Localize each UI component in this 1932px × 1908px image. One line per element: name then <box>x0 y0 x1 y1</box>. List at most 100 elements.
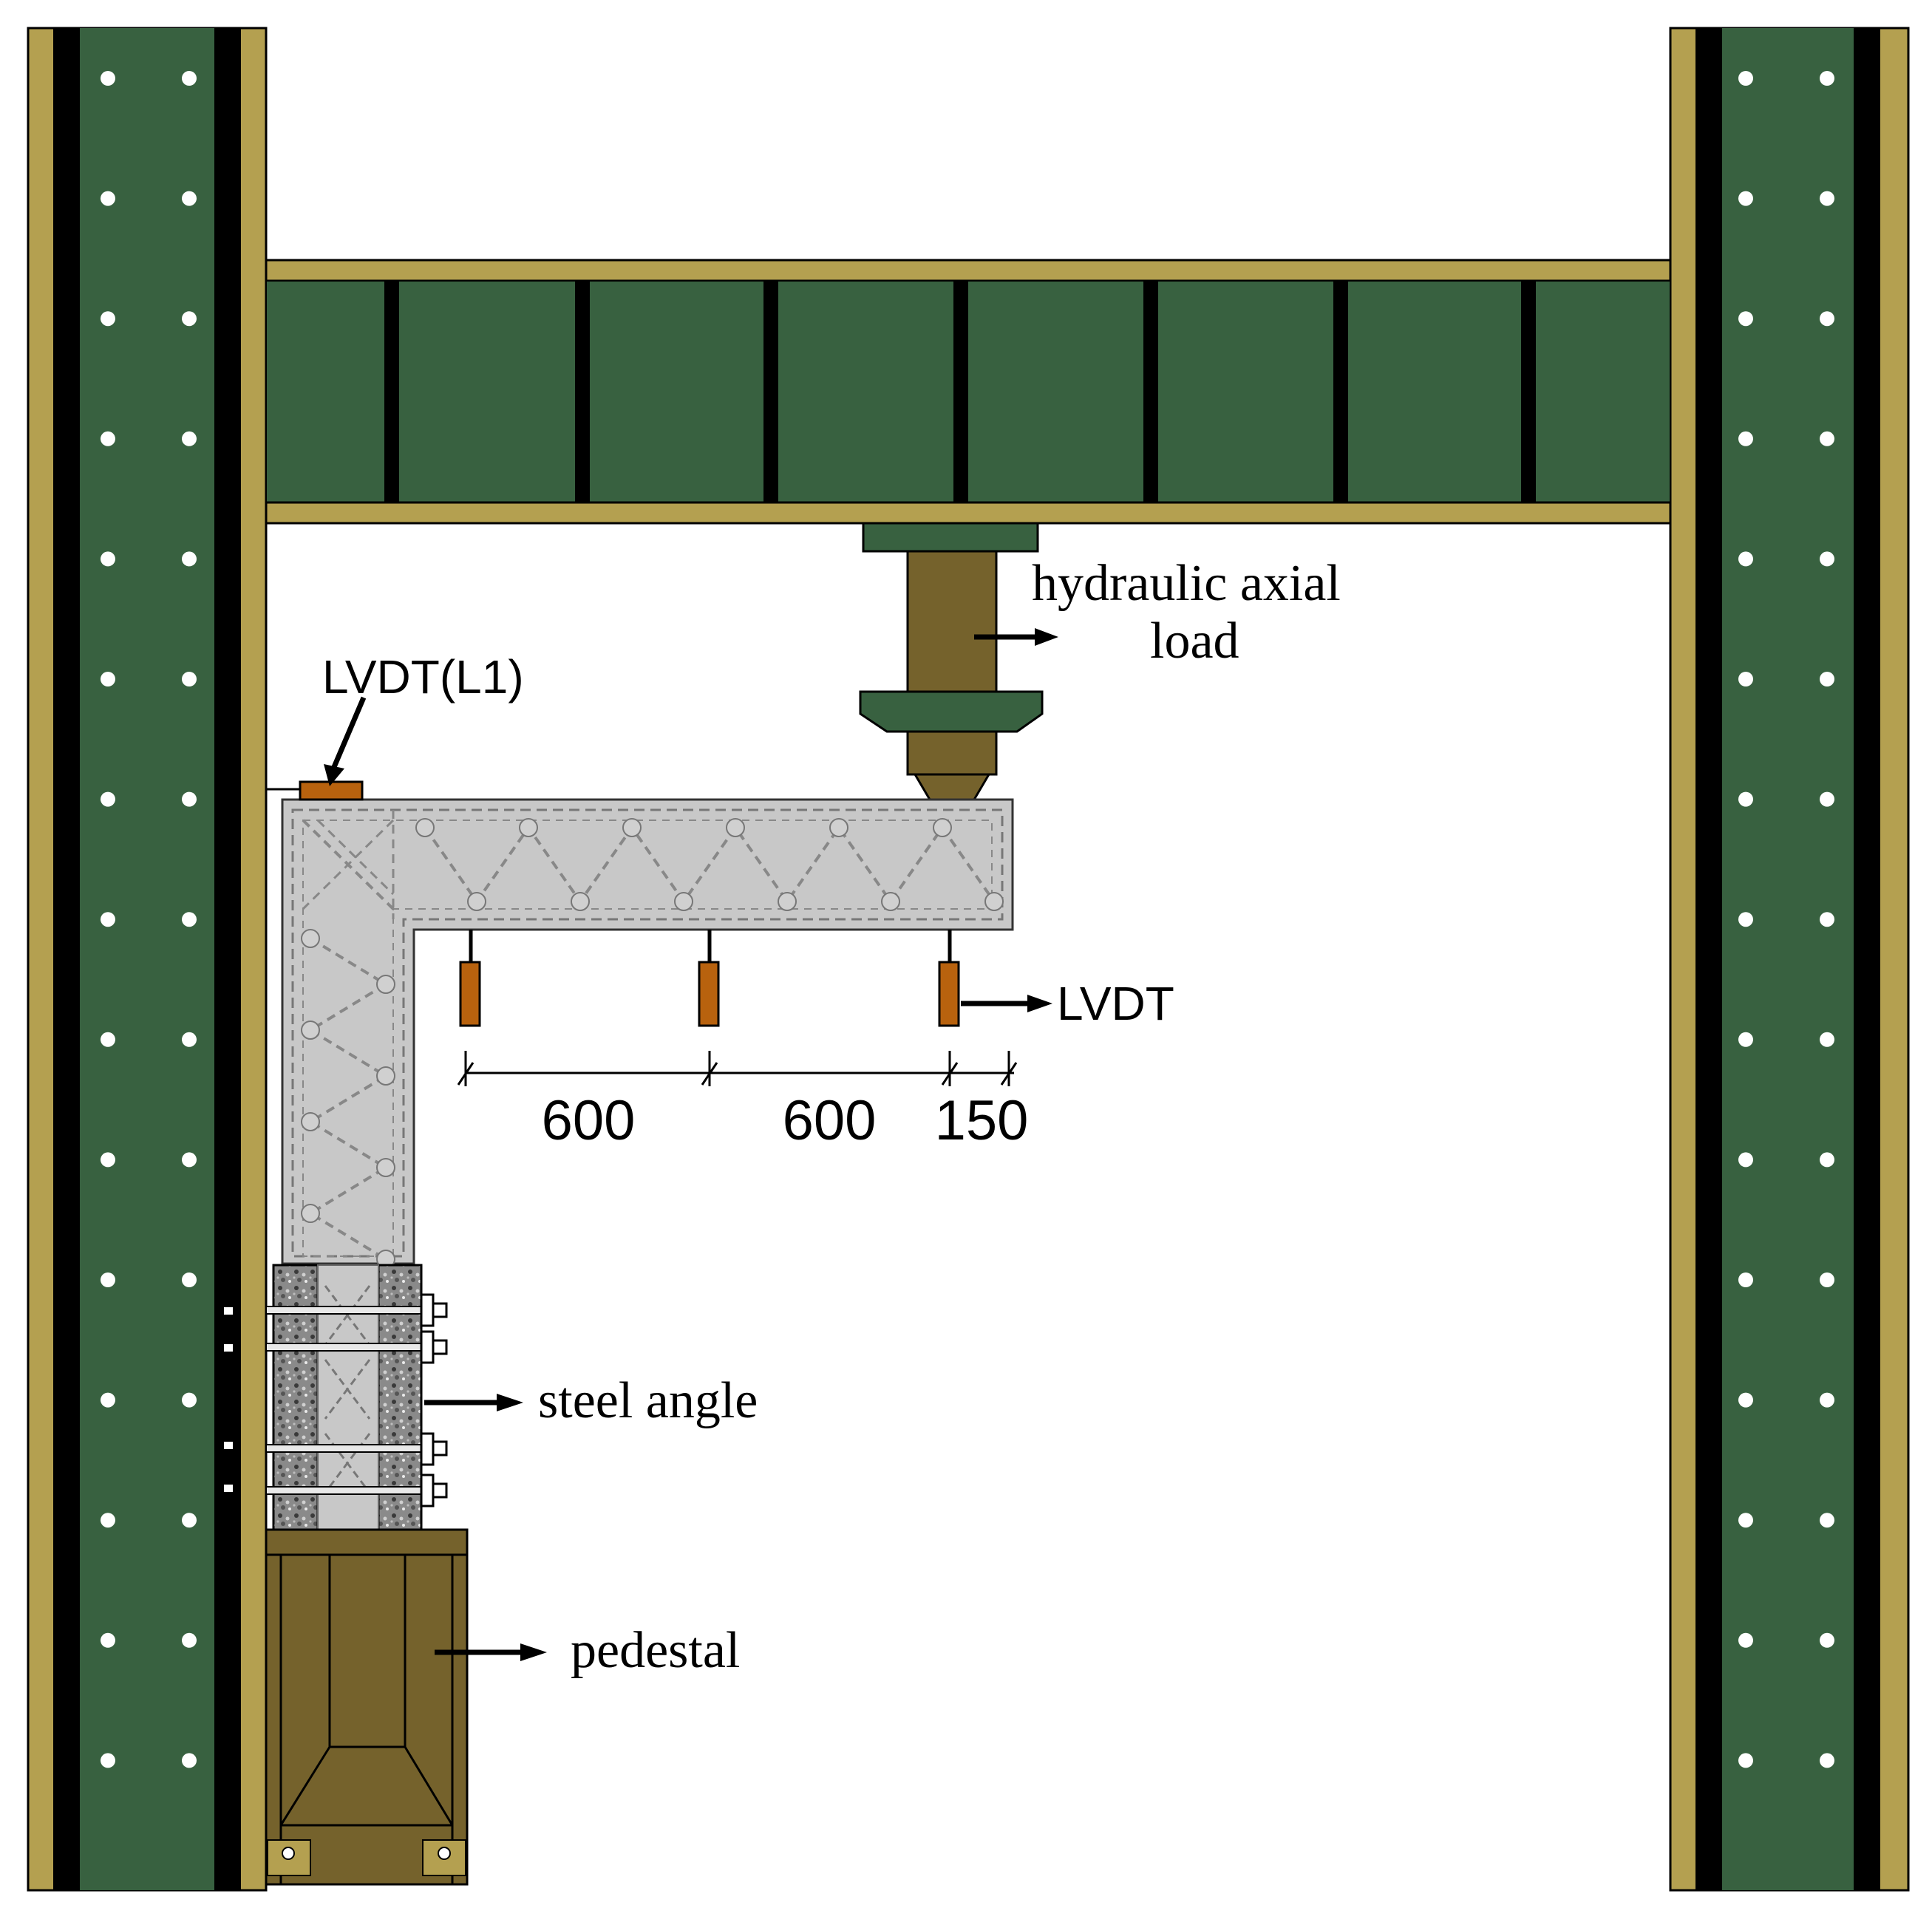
bolt-hole <box>182 71 197 86</box>
truss-diagonals <box>424 825 996 904</box>
bolt-hole <box>1738 791 1753 807</box>
bolt-hole <box>1820 1632 1834 1648</box>
bolt-hole <box>1820 71 1834 86</box>
bolt-hole <box>182 1753 197 1768</box>
callout-arrows <box>424 628 1058 1661</box>
bolt-hole <box>1738 912 1753 927</box>
bolt-hole <box>1738 1032 1753 1047</box>
bolt-hole <box>101 311 115 327</box>
bolt-hole <box>101 431 115 446</box>
stiffener <box>1143 281 1158 502</box>
bolt-hole <box>1738 431 1753 446</box>
bolt-hole <box>101 1272 115 1287</box>
truss-node <box>519 818 538 837</box>
bolt-hole <box>101 1753 115 1768</box>
bolt-hole <box>101 71 115 86</box>
dimension-label-2: 600 <box>783 1089 877 1152</box>
truss-node <box>674 892 693 911</box>
bolt-hole <box>1738 551 1753 567</box>
bolt-hole <box>1820 791 1834 807</box>
bolt-hole <box>101 791 115 807</box>
column-truss-web <box>301 929 395 1269</box>
label-hydraulic-axial: hydraulic axial <box>1032 555 1341 612</box>
truss-node <box>376 1158 395 1177</box>
bolt-hole <box>1738 1632 1753 1648</box>
bolt-hole <box>182 791 197 807</box>
right-column-bolt-holes <box>1738 71 1834 1768</box>
lvdt-sensor-2 <box>698 930 720 1027</box>
bolt-hole <box>1738 191 1753 206</box>
truss-node <box>415 818 435 837</box>
left-column-bolt-holes <box>101 71 197 1768</box>
truss-node <box>984 892 1004 911</box>
bolt-hole <box>182 1032 197 1047</box>
truss-node <box>376 975 395 994</box>
bolt-hole <box>1738 672 1753 686</box>
stiffener <box>763 281 778 502</box>
bolt-hole <box>1738 1392 1753 1408</box>
bolt-hole <box>101 551 115 567</box>
bolt-hole <box>101 1513 115 1528</box>
bolt-hole <box>1820 1272 1834 1287</box>
bolt-hole <box>1820 311 1834 327</box>
truss-node <box>726 818 745 837</box>
bolt-hole <box>101 1392 115 1408</box>
bolt-hole <box>182 1392 197 1408</box>
bolt-hole <box>101 191 115 206</box>
dimension-label-1: 600 <box>542 1089 636 1152</box>
stiffener <box>953 281 968 502</box>
truss-node <box>778 892 797 911</box>
bolt-hole <box>1738 1753 1753 1768</box>
bolt-hole <box>182 431 197 446</box>
bolt-hole <box>101 1632 115 1648</box>
bolt-hole <box>1820 912 1834 927</box>
truss-node <box>829 818 848 837</box>
beam-truss-web <box>415 818 1004 911</box>
truss-node <box>376 1066 395 1086</box>
truss-node <box>571 892 590 911</box>
label-lvdt-l1: LVDT(L1) <box>322 650 524 703</box>
arrow-pedestal <box>435 1643 547 1661</box>
beam-stiffeners <box>384 281 1536 502</box>
bolt-hole <box>182 1152 197 1168</box>
lvdt-sensor-1 <box>459 930 481 1027</box>
bolt-hole <box>182 1632 197 1648</box>
specimen-frame <box>281 798 1014 1269</box>
hydraulic-actuator <box>859 522 1044 801</box>
arrow-lvdt <box>961 995 1052 1012</box>
loading-beam <box>265 259 1672 525</box>
bolt-hole <box>182 1272 197 1287</box>
bolt-hole <box>101 912 115 927</box>
bolt-hole <box>182 672 197 686</box>
arrow-hydraulic <box>974 628 1058 646</box>
label-pedestal: pedestal <box>571 1622 740 1679</box>
lvdt-sensors-beam <box>459 930 960 1027</box>
left-column <box>27 27 268 1892</box>
bolt-hole <box>101 672 115 686</box>
arrow-steel-angle <box>424 1394 523 1411</box>
bolt-hole <box>101 1152 115 1168</box>
stiffener <box>384 281 399 502</box>
dimension-line <box>457 1051 1018 1086</box>
bolt-hole <box>1738 1513 1753 1528</box>
bolt-hole <box>182 191 197 206</box>
truss-node <box>622 818 642 837</box>
pedestal-block <box>265 1528 469 1886</box>
bolt-hole <box>1820 1152 1834 1168</box>
bolt-hole <box>1820 672 1834 686</box>
stiffener <box>1521 281 1536 502</box>
bolt-hole <box>1738 1272 1753 1287</box>
bolt-hole <box>182 1513 197 1528</box>
truss-node <box>301 1204 320 1223</box>
lvdt-l1-sensor <box>266 696 367 801</box>
bolt-hole <box>1738 71 1753 86</box>
dimension-label-3: 150 <box>935 1089 1029 1152</box>
bolt-hole <box>1820 191 1834 206</box>
bolt-hole <box>1820 551 1834 567</box>
steel-angle-clamps <box>222 1264 448 1531</box>
truss-node <box>933 818 952 837</box>
stiffener <box>1333 281 1348 502</box>
bolt-hole <box>182 311 197 327</box>
truss-node <box>301 1112 320 1131</box>
